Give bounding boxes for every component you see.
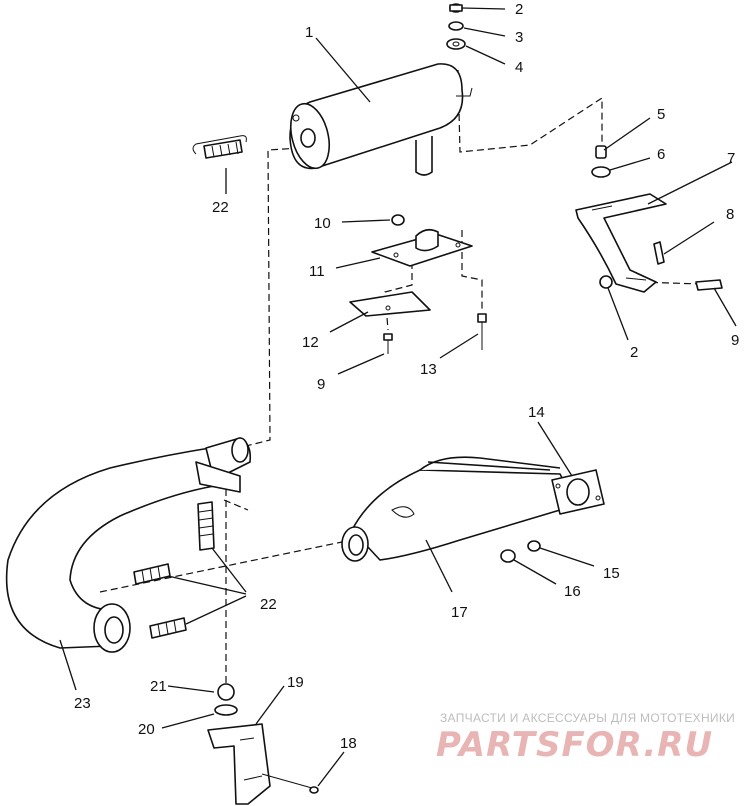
callout-7: 7	[727, 150, 735, 167]
gasket-and-nuts	[500, 469, 605, 563]
callout-2: 2	[515, 1, 523, 18]
lower-bracket-group	[207, 683, 319, 805]
springs	[133, 135, 247, 639]
callout-16: 16	[564, 583, 581, 600]
callout-22-top: 22	[212, 199, 229, 216]
right-bracket-group	[575, 145, 723, 293]
callout-17: 17	[451, 604, 468, 621]
callout-14: 14	[528, 404, 545, 421]
callout-19: 19	[287, 674, 304, 691]
callout-4: 4	[515, 59, 523, 76]
callout-9-left: 9	[317, 376, 325, 393]
callout-11: 11	[309, 263, 325, 280]
callout-21: 21	[150, 678, 167, 695]
callout-numbers: 1 2 3 4 5 6 7 8 9 2 10 11 12 9 13 22 14 …	[74, 1, 739, 752]
mount-plate-group	[349, 214, 487, 354]
callout-10: 10	[314, 215, 331, 232]
top-fasteners	[446, 3, 466, 50]
callout-5: 5	[657, 106, 665, 123]
callout-9-right: 9	[731, 332, 739, 349]
callout-1: 1	[305, 24, 313, 41]
callout-22-lower: 22	[260, 596, 277, 613]
callout-15: 15	[603, 565, 620, 582]
watermark-tagline: ЗАПЧАСТИ И АКСЕССУАРЫ ДЛЯ МОТОТЕХНИКИ	[440, 711, 735, 725]
callout-20: 20	[138, 721, 155, 738]
callout-23: 23	[74, 695, 91, 712]
watermark: ЗАПЧАСТИ И АКСЕССУАРЫ ДЛЯ МОТОТЕХНИКИ PA…	[436, 711, 735, 765]
assembly-lines	[99, 69, 701, 690]
callout-2-right: 2	[630, 344, 638, 361]
callout-18: 18	[340, 735, 357, 752]
watermark-logo: PARTSFOR.RU	[436, 725, 713, 765]
callout-8: 8	[726, 206, 734, 223]
callout-6: 6	[657, 146, 665, 163]
callout-3: 3	[515, 29, 523, 46]
muffler-canister	[289, 63, 473, 176]
leader-lines	[59, 7, 737, 787]
callout-12: 12	[302, 334, 319, 351]
callout-13: 13	[420, 361, 437, 378]
expansion-chamber	[5, 437, 252, 653]
